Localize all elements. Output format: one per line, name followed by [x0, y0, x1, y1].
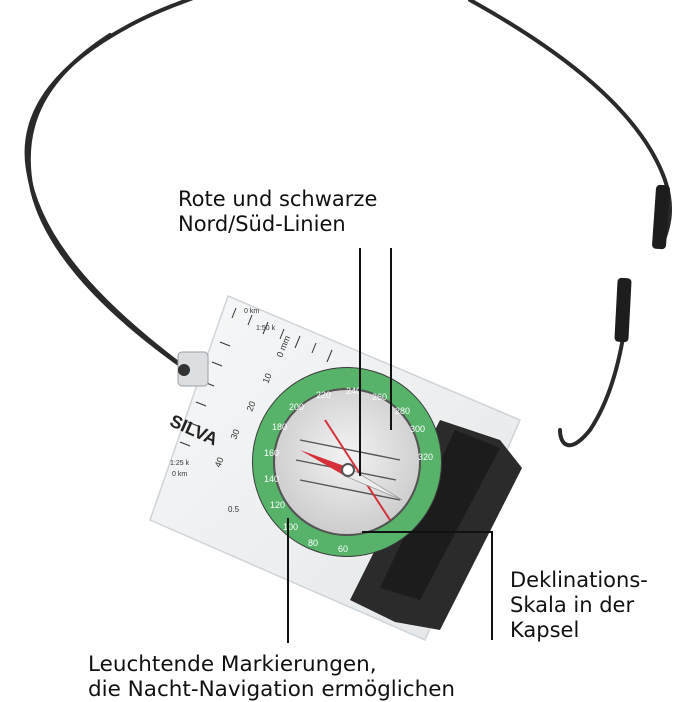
callout-luminous-markings: Leuchtende Markierungen, die Nacht-Navig…: [88, 652, 455, 702]
callout-leader-lines: [287, 248, 493, 643]
lanyard-cord: [24, 0, 672, 447]
ruler-label-05: 0.5: [228, 505, 240, 514]
cord-end-caps: [614, 184, 670, 343]
svg-text:160: 160: [264, 448, 279, 458]
svg-text:200: 200: [289, 402, 304, 412]
svg-text:80: 80: [308, 538, 318, 548]
svg-text:260: 260: [372, 392, 387, 402]
svg-text:220: 220: [316, 390, 331, 400]
svg-text:120: 120: [270, 500, 285, 510]
lanyard-clip: [177, 351, 209, 387]
callout-north-south-lines: Rote und schwarze Nord/Süd-Linien: [178, 187, 377, 237]
svg-text:180: 180: [272, 422, 287, 432]
svg-text:60: 60: [338, 544, 348, 554]
svg-text:280: 280: [395, 406, 410, 416]
svg-text:40: 40: [213, 456, 226, 469]
svg-text:100: 100: [283, 522, 298, 532]
bezel-degree-labels: 220 240 260 280 300 320 200 180 160 140 …: [264, 386, 433, 554]
callout-declination-scale: Deklinations- Skala in der Kapsel: [510, 568, 648, 643]
ruler-label-0km-bottom: 0 km: [172, 471, 187, 478]
ruler-label-1-50k: 1:50 k: [256, 325, 276, 332]
callout-luminous-line2: die Nacht-Navigation ermöglichen: [88, 677, 456, 702]
ruler-label-0km-top: 0 km: [244, 308, 259, 315]
svg-text:320: 320: [418, 452, 433, 462]
callout-north-south-line2: Nord/Süd-Linien: [178, 212, 346, 236]
svg-text:300: 300: [410, 424, 425, 434]
svg-text:240: 240: [346, 386, 361, 396]
ruler-ticks: [179, 307, 333, 447]
callout-north-south-line1: Rote und schwarze: [178, 187, 378, 211]
callout-luminous-line1: Leuchtende Markierungen,: [88, 652, 377, 677]
svg-text:30: 30: [229, 428, 242, 441]
callout-declination-line2: Skala in der: [510, 593, 635, 617]
callout-declination-line3: Kapsel: [510, 618, 580, 642]
svg-text:20: 20: [245, 400, 258, 413]
compass-housing: [350, 420, 522, 630]
callout-declination-line1: Deklinations-: [510, 568, 648, 592]
ruler-label-1-25k: 1:25 k: [170, 460, 190, 467]
svg-text:140: 140: [264, 474, 279, 484]
svg-text:10: 10: [261, 372, 274, 385]
north-south-line-red: [324, 419, 391, 521]
compass-bezel: 220 240 260 280 300 320 200 180 160 140 …: [252, 367, 442, 557]
